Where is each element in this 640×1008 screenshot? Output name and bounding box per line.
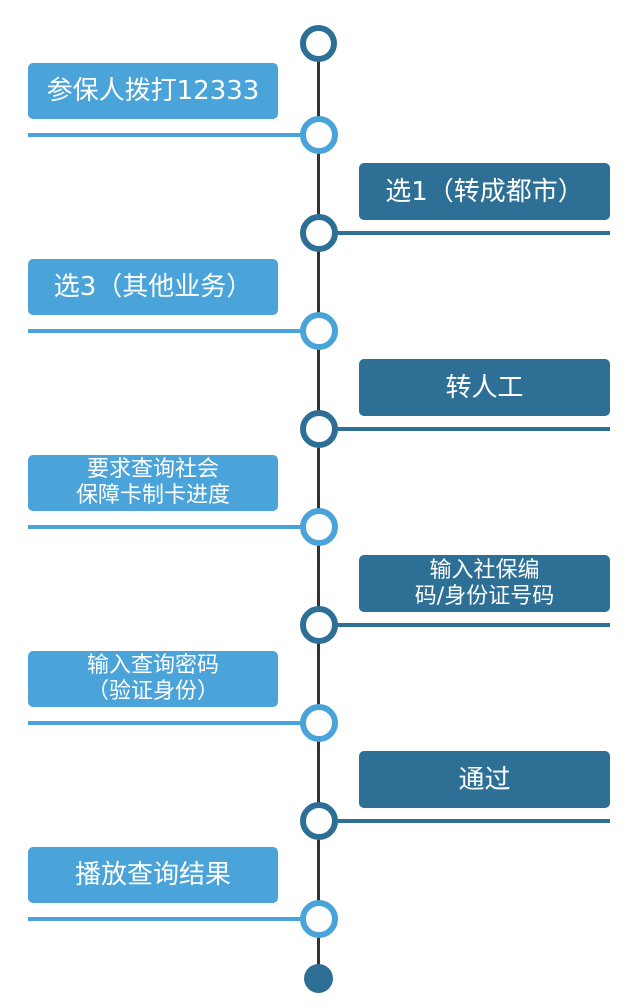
step-node [300, 900, 338, 938]
step-label: 转人工 [445, 372, 524, 403]
step-label: 输入社保编 码/身份证号码 [414, 557, 555, 609]
step-box-4: 转人工 [359, 359, 610, 416]
step-node [300, 116, 338, 154]
step-connector [28, 525, 308, 529]
step-box-3: 选3（其他业务） [28, 259, 278, 315]
step-node [300, 704, 338, 742]
step-label: 要求查询社会 保障卡制卡进度 [75, 457, 230, 508]
step-connector [28, 329, 308, 333]
step-node [300, 410, 338, 448]
step-label: 通过 [458, 764, 511, 795]
step-box-6: 输入社保编 码/身份证号码 [359, 555, 610, 612]
step-connector [28, 917, 308, 921]
timeline-start-node [300, 25, 337, 62]
step-label: 播放查询结果 [74, 860, 231, 890]
step-connector [28, 133, 308, 137]
step-box-2: 选1（转成都市） [359, 163, 610, 220]
timeline-end-node [304, 964, 333, 993]
step-label: 输入查询密码 （验证身份） [86, 653, 219, 704]
step-box-5: 要求查询社会 保障卡制卡进度 [28, 455, 278, 511]
step-connector [330, 427, 610, 431]
step-label: 选3（其他业务） [53, 272, 253, 302]
step-box-9: 播放查询结果 [28, 847, 278, 903]
step-box-7: 输入查询密码 （验证身份） [28, 651, 278, 707]
step-node [300, 508, 338, 546]
step-connector [28, 721, 308, 725]
step-connector [330, 819, 610, 823]
step-connector [330, 231, 610, 235]
step-label: 参保人拨打12333 [46, 76, 260, 106]
step-label: 选1（转成都市） [385, 176, 584, 207]
step-box-8: 通过 [359, 751, 610, 808]
step-node [300, 606, 338, 644]
step-connector [330, 623, 610, 627]
step-node [300, 312, 338, 350]
step-node [300, 214, 338, 252]
step-node [300, 802, 338, 840]
step-box-1: 参保人拨打12333 [28, 63, 278, 119]
